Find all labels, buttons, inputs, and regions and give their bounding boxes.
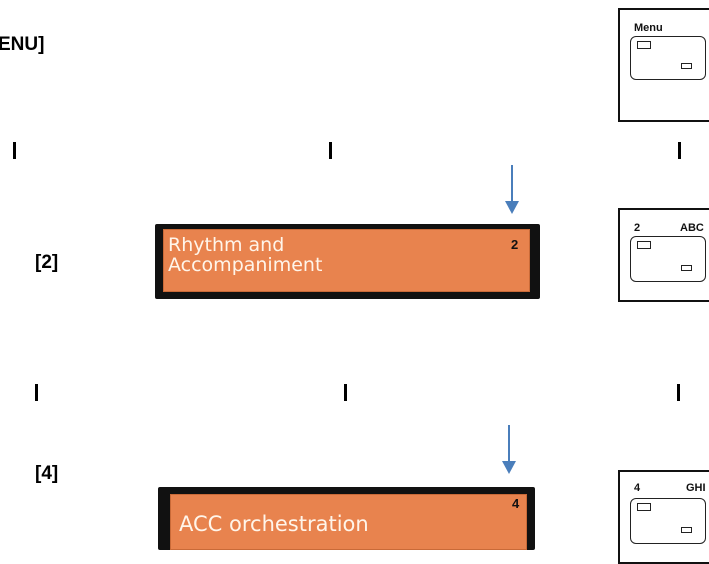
menu-key-label: Menu bbox=[634, 22, 663, 34]
key-2-card: 2 ABC bbox=[618, 208, 709, 302]
lcd-display: Rhythm and Accompaniment 2 bbox=[155, 224, 540, 299]
key-4-card: 4 GHI bbox=[618, 470, 709, 564]
menu-key-led-right bbox=[681, 63, 692, 69]
down-arrow-icon bbox=[505, 165, 519, 214]
key-4-led-left bbox=[637, 503, 651, 511]
lcd-screen: ACC orchestration 4 bbox=[170, 494, 527, 550]
separator bbox=[329, 142, 332, 159]
key-4-button[interactable] bbox=[630, 498, 706, 544]
key-2-button[interactable] bbox=[630, 236, 706, 282]
step-label-menu: ENU] bbox=[0, 34, 45, 55]
step-label-2: [2] bbox=[35, 252, 59, 273]
menu-key-card: Menu bbox=[618, 8, 709, 122]
separator bbox=[13, 142, 16, 159]
step-label-4: [4] bbox=[35, 463, 59, 484]
lcd-line-1: ACC orchestration bbox=[179, 512, 369, 536]
menu-key-led-left bbox=[637, 41, 651, 49]
separator bbox=[35, 384, 38, 401]
separator bbox=[344, 384, 347, 401]
key-4-led-right bbox=[681, 527, 692, 533]
key-4-label: 4 bbox=[634, 482, 641, 494]
down-arrow-icon bbox=[502, 425, 516, 474]
lcd-line-1: Rhythm and bbox=[168, 234, 285, 256]
lcd-line-2: Accompaniment bbox=[168, 254, 323, 276]
key-2-led-left bbox=[637, 241, 651, 249]
key-4-letters: GHI bbox=[686, 482, 706, 494]
lcd-screen: Rhythm and Accompaniment 2 bbox=[163, 229, 530, 292]
key-2-led-right bbox=[681, 265, 692, 271]
separator bbox=[677, 384, 680, 401]
menu-key-button[interactable] bbox=[630, 36, 706, 80]
key-2-letters: ABC bbox=[680, 222, 704, 234]
lcd-number: 4 bbox=[512, 496, 520, 511]
lcd-display: ACC orchestration 4 bbox=[158, 487, 535, 550]
key-2-label: 2 bbox=[634, 222, 641, 234]
lcd-number: 2 bbox=[511, 237, 519, 252]
separator bbox=[678, 142, 681, 159]
